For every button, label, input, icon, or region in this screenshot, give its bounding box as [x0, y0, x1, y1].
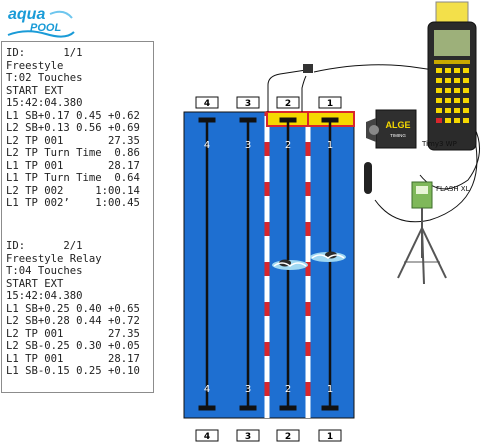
- printout-line: L1 TP 001 28.17: [6, 159, 140, 172]
- printout-line: L2 TP 001 27.35: [6, 327, 140, 340]
- starting-blocks-top: 4 3 2 1: [195, 96, 342, 109]
- flash-label: FLASH XL: [436, 185, 470, 193]
- start-block-label: 4: [204, 99, 210, 109]
- printout-line: L1 SB+0.17 0.45 +0.62: [6, 109, 140, 122]
- printout-line: 15:42:04.380: [6, 290, 83, 302]
- alge-logo-text: ALGE: [385, 120, 410, 130]
- printout-line: ID: 2/1: [6, 240, 83, 252]
- printout-line: L1 SB-0.15 0.25 +0.10: [6, 365, 140, 377]
- lane-number-bottom: 1: [327, 384, 333, 395]
- printout-line: T:02 Touches: [6, 72, 83, 84]
- timy3-timer-icon: [427, 1, 477, 151]
- printout-line: 15:42:04.380: [6, 97, 83, 109]
- lane-lines: [198, 117, 339, 411]
- alge-speaker-icon: ALGE TIMING: [366, 109, 417, 149]
- printout-line: L2 SB-0.25 0.30 +0.05: [6, 340, 140, 352]
- alge-sub-text: TIMING: [390, 133, 406, 138]
- lane-number-top: 1: [327, 140, 333, 151]
- timer-label: Timy3 WP: [421, 140, 457, 148]
- logo-line2: POOL: [30, 22, 61, 34]
- lane-number-bottom: 3: [245, 384, 251, 395]
- start-block-label: 2: [285, 432, 291, 442]
- start-block-label: 2: [285, 99, 291, 109]
- start-block-label: 1: [327, 99, 333, 109]
- starting-blocks-bottom: 4 3 2 1: [195, 429, 342, 442]
- start-block-label: 3: [245, 432, 251, 442]
- printout-line: L2 SB+0.28 0.44 +0.72: [6, 315, 140, 327]
- printout-line: L2 SB+0.13 0.56 +0.69: [6, 122, 140, 134]
- lane-number-top: 4: [204, 140, 210, 151]
- printout-line: Freestyle: [6, 59, 64, 72]
- printout-line: ID: 1/1: [6, 47, 83, 59]
- tripod-icon: [397, 208, 447, 285]
- swimmer-lane-1-icon: [310, 251, 346, 262]
- start-block-label: 4: [204, 432, 210, 442]
- start-pistol-icon: [364, 162, 372, 194]
- aquapool-logo: aqua POOL: [7, 6, 75, 38]
- flash-xl-icon: [411, 181, 433, 209]
- junction-box: [303, 64, 313, 73]
- lane-number-top: 3: [245, 140, 251, 151]
- lane-number-top: 2: [285, 140, 291, 151]
- printout-line: L2 TP Turn Time 0.86: [6, 147, 140, 159]
- printout-line: L1 TP 001 28.17: [6, 352, 140, 365]
- printout-line: L2 TP 001 27.35: [6, 134, 140, 147]
- printout-line: START EXT: [6, 84, 64, 97]
- printout-line: L1 SB+0.25 0.40 +0.65: [6, 302, 140, 315]
- printout-line: T:04 Touches: [6, 265, 83, 277]
- printout-line: START EXT: [6, 277, 64, 290]
- printout-line: L2 TP 002 1:00.14: [6, 184, 140, 197]
- lane-number-bottom: 2: [285, 384, 291, 395]
- start-block-label: 1: [327, 432, 333, 442]
- printout-line: L1 TP 002’ 1:00.45: [6, 197, 140, 209]
- printout-line: L1 TP Turn Time 0.64: [6, 172, 140, 184]
- logo-line1: aqua: [8, 6, 45, 23]
- cables: [267, 64, 480, 223]
- printout-line: Freestyle Relay: [6, 252, 102, 265]
- start-block-label: 3: [245, 99, 251, 109]
- lane-number-bottom: 4: [204, 384, 210, 395]
- swimmer-lane-2-icon: [272, 259, 308, 270]
